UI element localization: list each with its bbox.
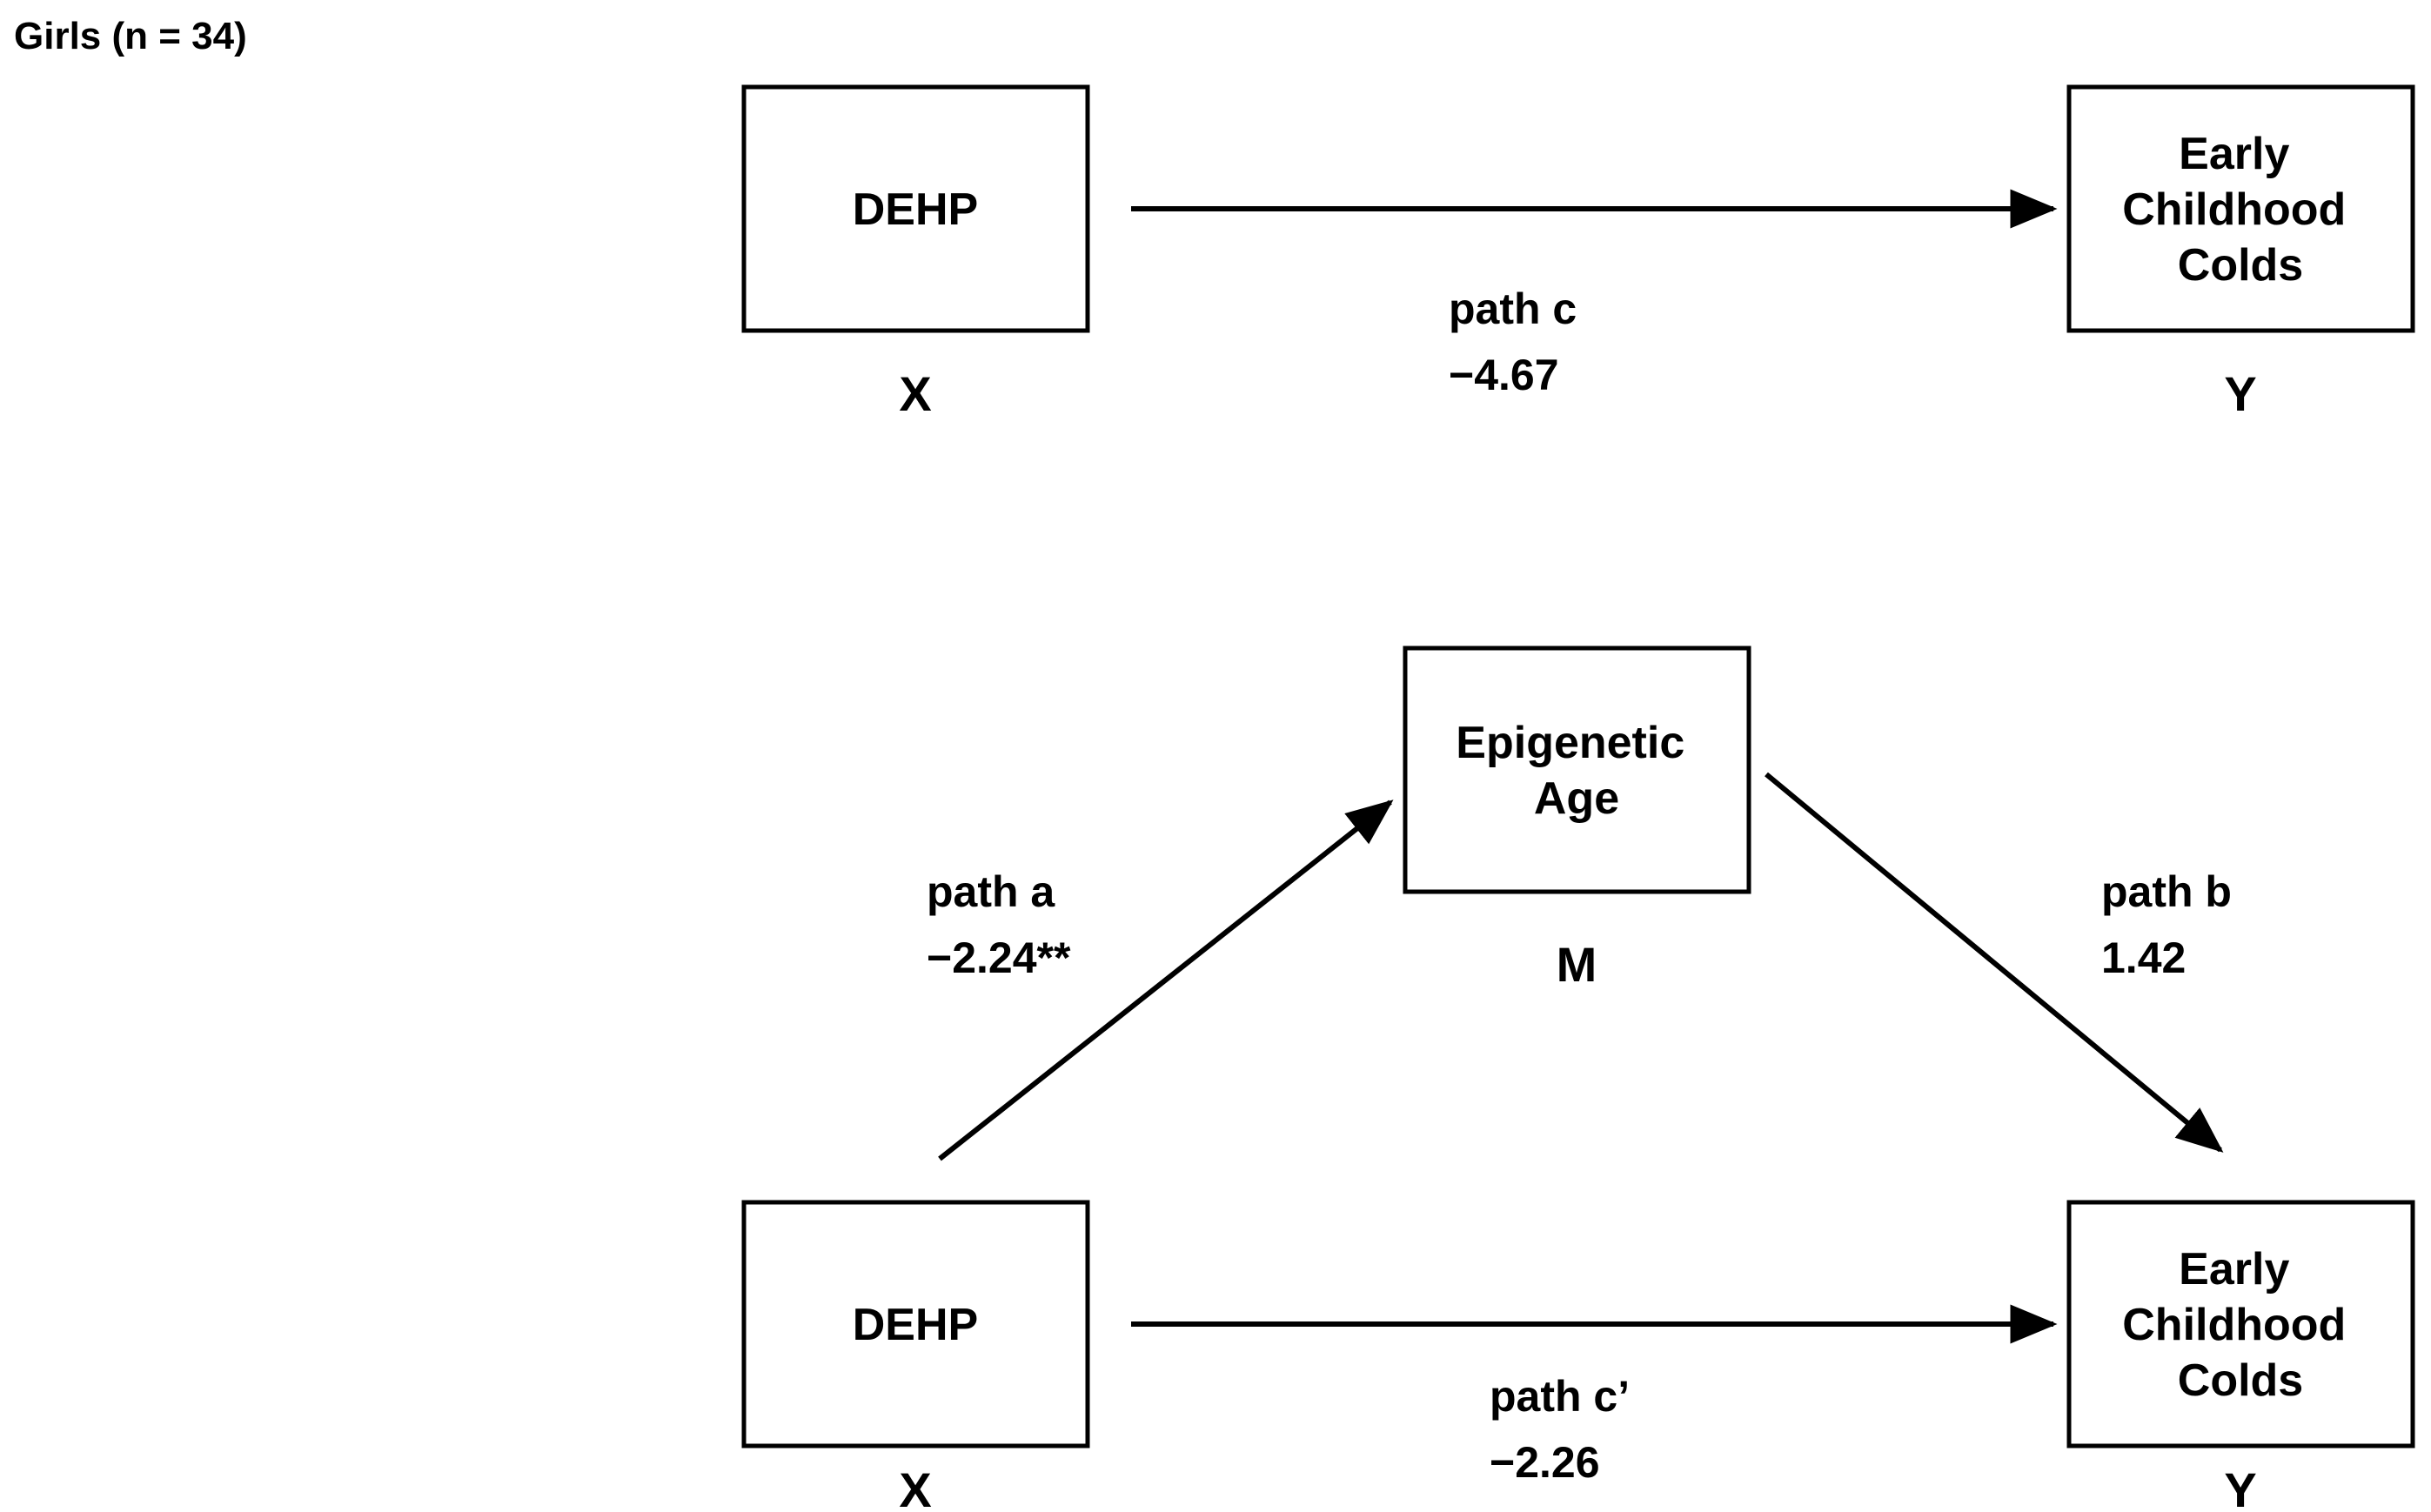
mediation-colds-box bbox=[2066, 1200, 2415, 1448]
path-c-prime-value: −2.26 bbox=[1490, 1438, 1600, 1487]
total-colds-label-line2: Childhood bbox=[2122, 184, 2346, 235]
mediator-box bbox=[1403, 646, 1751, 894]
path-b-arrow bbox=[1765, 772, 2224, 1153]
path-a-name: path a bbox=[927, 867, 1055, 916]
total-colds-label: Early Childhood Colds bbox=[2122, 129, 2358, 291]
total-y-role-label: Y bbox=[2224, 366, 2256, 421]
mediator-label: Epigenetic Age bbox=[1456, 718, 1697, 824]
path-b-label-block: path b 1.42 bbox=[2101, 867, 2244, 982]
mediation-dehp-box bbox=[741, 1200, 1090, 1448]
total-colds-label-line1: Early bbox=[2179, 129, 2289, 179]
total-colds-box bbox=[2066, 84, 2415, 333]
path-a-arrow bbox=[938, 799, 1394, 1161]
total-dehp-box bbox=[741, 84, 1090, 333]
path-b-value: 1.42 bbox=[2101, 933, 2186, 982]
mediation-colds-label-line3: Colds bbox=[2178, 1355, 2303, 1406]
mediation-y-role-label: Y bbox=[2224, 1462, 2256, 1512]
path-b-name: path b bbox=[2101, 867, 2232, 916]
mediation-model: Epigenetic Age M DEHP X Early Childhood … bbox=[741, 646, 2415, 1512]
figure-title: Girls (n = 34) bbox=[14, 15, 247, 57]
path-a-label-block: path a −2.24** bbox=[927, 867, 1071, 982]
total-effect-model: DEHP X Early Childhood Colds Y path c −4… bbox=[741, 84, 2415, 421]
path-a-value: −2.24** bbox=[927, 933, 1071, 982]
path-c-value: −4.67 bbox=[1449, 351, 1559, 399]
mediation-x-role-label: X bbox=[899, 1462, 931, 1512]
total-x-role-label: X bbox=[899, 366, 931, 421]
path-c-prime-name: path c’ bbox=[1490, 1372, 1627, 1421]
mediator-label-line2: Age bbox=[1534, 773, 1619, 824]
total-colds-label-line3: Colds bbox=[2178, 240, 2303, 291]
mediation-colds-label: Early Childhood Colds bbox=[2122, 1244, 2358, 1406]
path-c-prime-label-block: path c’ −2.26 bbox=[1490, 1372, 1639, 1487]
mediator-m-role-label: M bbox=[1557, 937, 1597, 992]
mediation-colds-label-line2: Childhood bbox=[2122, 1300, 2346, 1350]
mediation-colds-label-line1: Early bbox=[2179, 1244, 2289, 1295]
mediator-label-line1: Epigenetic bbox=[1456, 718, 1684, 768]
total-dehp-label: DEHP bbox=[853, 184, 978, 235]
path-c-label-block: path c −4.67 bbox=[1449, 284, 1589, 399]
path-c-name: path c bbox=[1449, 284, 1577, 333]
mediation-dehp-label: DEHP bbox=[853, 1300, 978, 1350]
